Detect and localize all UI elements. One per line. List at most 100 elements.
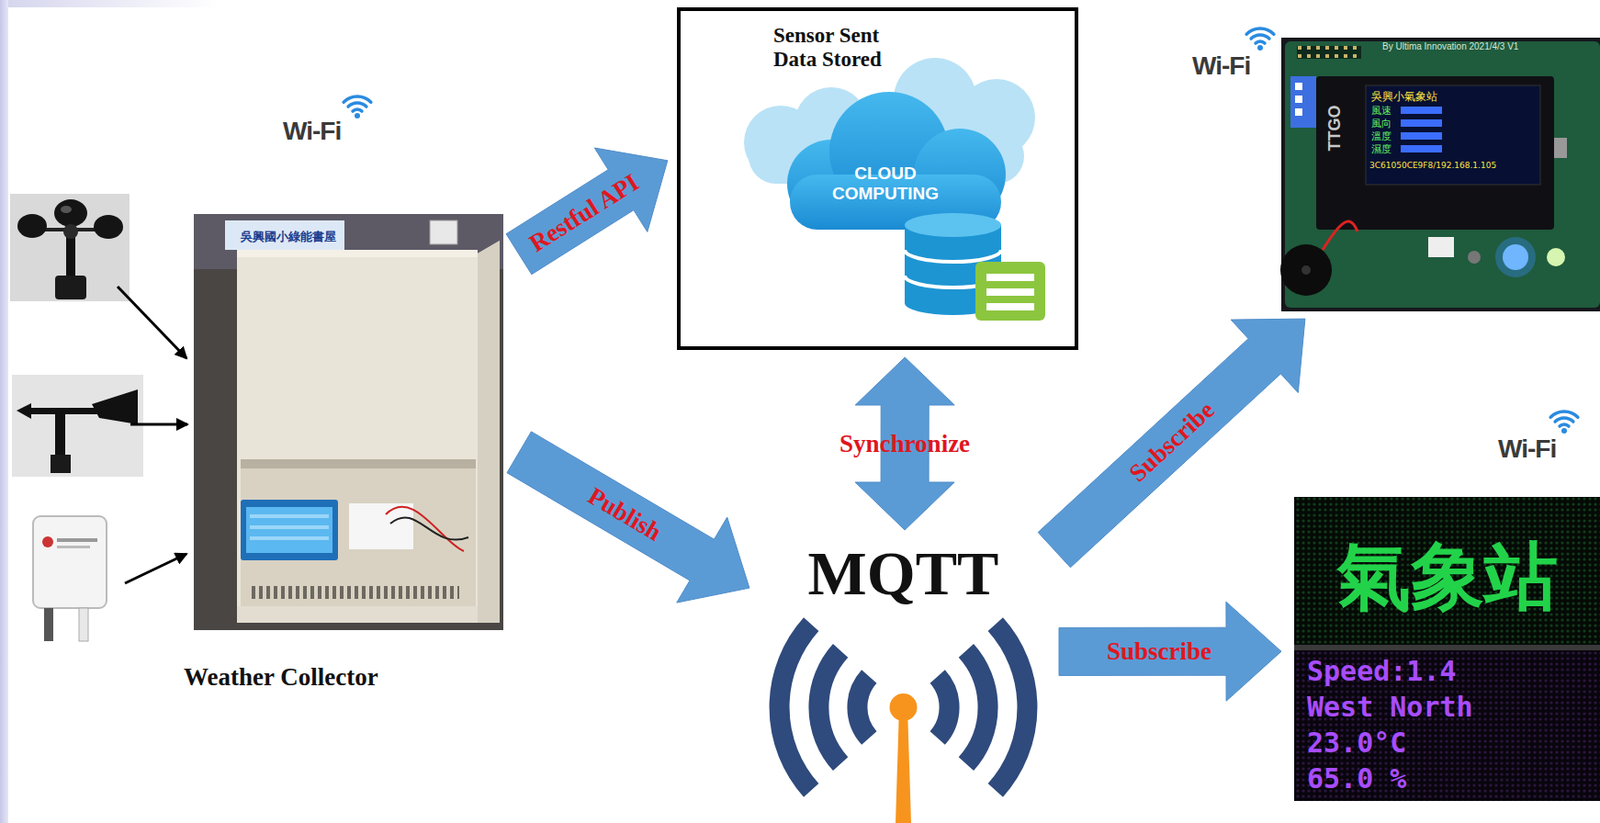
sensor-wire-arrow-part [130, 423, 188, 427]
led-panel: 氣象站Speed:1.4West North23.0°C65.0 % [1294, 496, 1600, 801]
board-photo-picture-part [1365, 85, 1541, 185]
collector-photo-picture-part [249, 536, 329, 541]
collector-photo-picture-part [240, 499, 339, 561]
cloud-picture [743, 57, 1046, 321]
anemometer-picture-part [93, 214, 124, 239]
humidity-sensor-picture [27, 510, 113, 643]
wind-vane-picture-part [50, 454, 71, 474]
board-photo-picture-part [1295, 95, 1303, 103]
mqtt-broker: MQTT [760, 537, 1047, 823]
wifi-logo-text: Wi-Fi [1498, 434, 1556, 464]
board-photo-picture-part [1467, 250, 1481, 264]
antenna-icon-part-part [937, 676, 950, 739]
led-panel-picture-part [1294, 496, 1600, 645]
humidity-sensor-picture-part [27, 510, 113, 643]
screen-address: 3C61050CE9F8/192.168.1.105 [1369, 160, 1497, 170]
sensor-wire-arrow-part [117, 286, 187, 359]
antenna-icon [779, 624, 1028, 823]
board-photo-picture-part [1295, 82, 1303, 91]
background-band [0, 0, 220, 823]
board-photo-picture-part [1280, 244, 1332, 296]
wifi-signal-icon-part [343, 96, 372, 102]
board-photo-picture-part [1428, 236, 1454, 258]
board-photo-picture [1280, 37, 1600, 312]
led-row: West North [1307, 690, 1474, 723]
board-photo-picture-part [1546, 247, 1566, 267]
banner-text: 吳興國小綠能書屋 [240, 228, 337, 246]
broker-name: MQTT [760, 537, 1047, 610]
wifi-signal-dot-part [1561, 428, 1567, 434]
cloud-label: CLOUD COMPUTING [821, 163, 950, 204]
collector-photo-picture-part [249, 525, 329, 530]
wind-vane-picture-part [16, 403, 32, 419]
humidity-sensor-picture-part [56, 545, 91, 549]
wifi-signal-icon-part [1250, 34, 1270, 39]
node-caption: Weather Collector [183, 663, 379, 692]
collector-photo-picture-part [240, 459, 476, 616]
board-photo-picture-part [1295, 108, 1303, 116]
collector-photo-picture-part [349, 503, 414, 550]
led-panel-picture [1294, 496, 1600, 801]
board-photo-picture-part [1322, 221, 1358, 250]
led-title: 氣象站 [1294, 528, 1600, 628]
board-photo-picture-part [1316, 76, 1555, 230]
humidity-sensor-picture-part [78, 608, 89, 642]
cloud-picture-part [986, 288, 1035, 296]
collector-photo-picture [193, 214, 504, 631]
collector-photo-picture-part [477, 240, 500, 623]
collector-photo-picture-part [429, 220, 458, 245]
led-row: 23.0°C [1307, 726, 1407, 759]
board-photo-picture-part [1400, 145, 1443, 153]
sensor-wire-arrow-part [124, 553, 187, 584]
screen-row: 風向 [1371, 116, 1392, 131]
collector-photo-picture-part [390, 517, 469, 540]
board-photo-picture-part [1296, 45, 1362, 59]
cloud-picture-part [787, 91, 1006, 230]
cloud-picture-part [986, 303, 1035, 311]
antenna-icon-part-part [966, 650, 989, 764]
anemometer-picture-part [60, 205, 72, 214]
wifi-signal-icon-part [352, 109, 362, 112]
antenna-icon-part-part [779, 624, 812, 791]
led-panel-picture-part [1294, 496, 1600, 801]
wifi-signal-dot-part [1257, 45, 1263, 51]
block-arrow [506, 147, 668, 275]
anemometer-picture-part [17, 214, 47, 238]
cloud-picture-part [986, 273, 1035, 282]
board-photo-picture-part [1290, 76, 1317, 128]
collector-photo-picture-part [236, 249, 478, 258]
antenna-icon-part-part [856, 676, 869, 739]
wind-vane-picture [11, 374, 144, 477]
wind-vane-picture-part [91, 389, 138, 425]
silkscreen-text: By Ultima Innovation 2021/4/3 V1 [1382, 41, 1519, 52]
board-photo-picture-part [1554, 137, 1567, 158]
block-arrow [1037, 318, 1306, 568]
pcb-board: By Ultima Innovation 2021/4/3 V1 TTGO 吳興小氣… [1281, 37, 1600, 312]
board-photo-picture-part [1400, 119, 1443, 127]
board-photo-picture-part [1301, 265, 1311, 275]
collector-photo-picture-part [236, 240, 500, 623]
collector-photo-picture-part [246, 507, 333, 553]
anemometer-picture-part [55, 275, 87, 300]
screen-title: 吳興小氣象站 [1371, 89, 1438, 105]
box-heading: Sensor Sent Data Stored [773, 23, 912, 72]
anemometer-picture-part [10, 193, 130, 302]
wind-vane-picture-part [55, 411, 66, 460]
block-arrow [1059, 601, 1282, 701]
arrow-label: Subscribe [1106, 637, 1212, 666]
anemometer-picture-part [63, 224, 79, 239]
module-name: TTGO [1325, 105, 1345, 152]
board-photo-picture-part [1400, 106, 1443, 114]
humidity-sensor-picture-part [42, 536, 54, 548]
arrow-label: Synchronize [839, 429, 970, 459]
board-photo-picture-part [1400, 132, 1443, 140]
sensor-wire-arrow [117, 286, 188, 584]
wifi-signal-icon [343, 28, 1578, 427]
collector-photo-picture-part [247, 585, 460, 599]
collector-photo: Weather Collector [193, 214, 504, 631]
board-photo-picture-part [1284, 41, 1600, 308]
anemometer-picture-part [54, 199, 88, 227]
led-panel-picture-part [1294, 650, 1600, 801]
collector-photo-picture-part [236, 606, 478, 623]
